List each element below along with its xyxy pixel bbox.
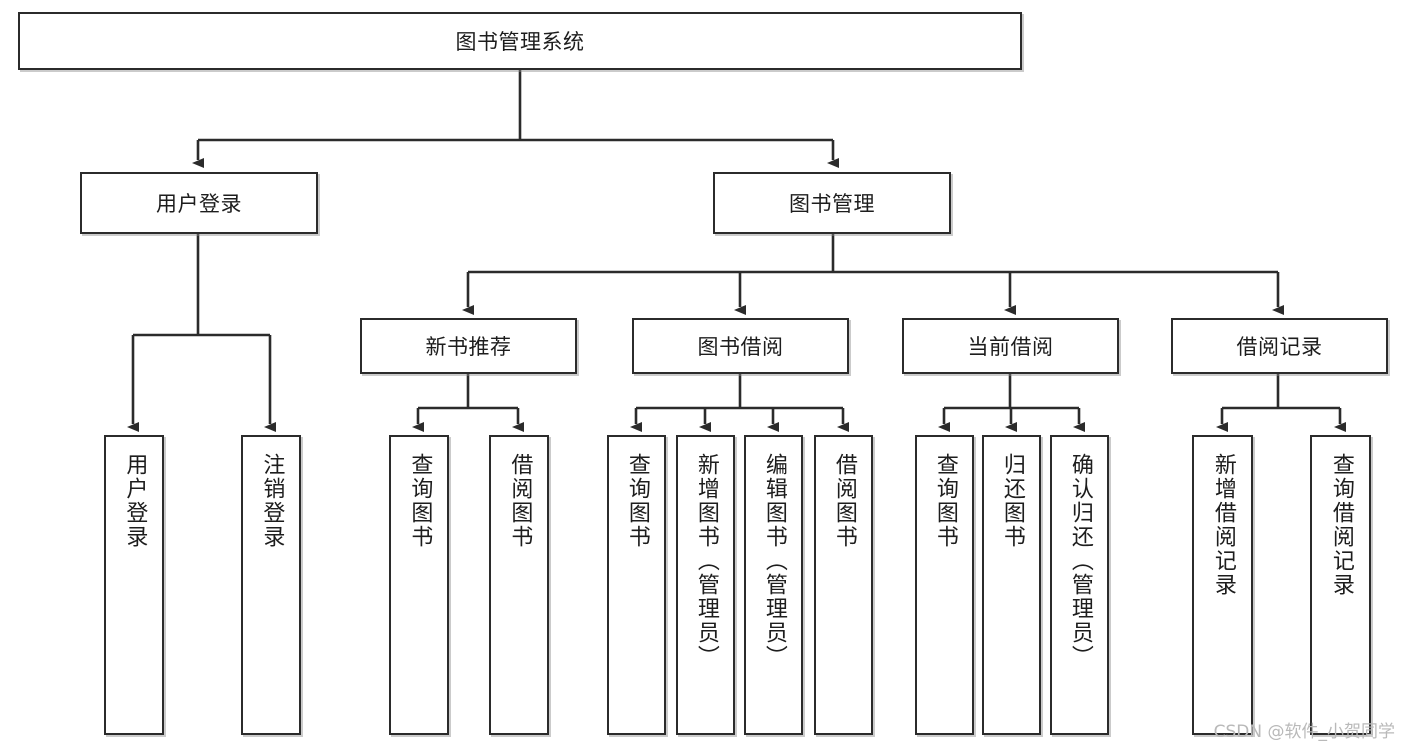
node-user-login[interactable]: 用户登录 — [80, 172, 318, 234]
leaf-add-book[interactable]: 新增图书（管理员） — [676, 435, 735, 735]
leaf-confirm-return[interactable]: 确认归还（管理员） — [1050, 435, 1109, 735]
leaf-query-book-1[interactable]: 查询图书 — [389, 435, 449, 735]
node-new-book-recommend[interactable]: 新书推荐 — [360, 318, 577, 374]
node-current-borrow[interactable]: 当前借阅 — [902, 318, 1119, 374]
node-root[interactable]: 图书管理系统 — [18, 12, 1022, 70]
leaf-borrow-book-2-label: 借阅图书 — [831, 453, 857, 549]
leaf-user-logout[interactable]: 注销登录 — [241, 435, 301, 735]
node-root-label: 图书管理系统 — [455, 30, 585, 54]
leaf-borrow-book-2[interactable]: 借阅图书 — [814, 435, 873, 735]
leaf-confirm-return-label: 确认归还（管理员） — [1067, 453, 1093, 669]
leaf-add-record[interactable]: 新增借阅记录 — [1192, 435, 1253, 735]
node-book-manage-label: 图书管理 — [789, 192, 875, 216]
node-new-book-recommend-label: 新书推荐 — [425, 335, 512, 359]
node-borrow-record-label: 借阅记录 — [1236, 335, 1323, 359]
node-book-borrow[interactable]: 图书借阅 — [632, 318, 849, 374]
leaf-query-book-1-label: 查询图书 — [407, 453, 433, 549]
node-book-borrow-label: 图书借阅 — [697, 335, 784, 359]
leaf-borrow-book-1-label: 借阅图书 — [507, 453, 533, 549]
node-current-borrow-label: 当前借阅 — [967, 335, 1054, 359]
leaf-return-book-label: 归还图书 — [999, 453, 1025, 549]
leaf-user-logout-label: 注销登录 — [259, 453, 285, 549]
leaf-query-book-3-label: 查询图书 — [932, 453, 958, 549]
leaf-query-book-2-label: 查询图书 — [624, 453, 650, 549]
node-book-manage[interactable]: 图书管理 — [713, 172, 951, 234]
leaf-query-book-3[interactable]: 查询图书 — [915, 435, 974, 735]
leaf-query-book-2[interactable]: 查询图书 — [607, 435, 666, 735]
leaf-add-book-label: 新增图书（管理员） — [693, 453, 719, 669]
leaf-return-book[interactable]: 归还图书 — [982, 435, 1041, 735]
leaf-user-login[interactable]: 用户登录 — [104, 435, 164, 735]
leaf-user-login-label: 用户登录 — [122, 453, 148, 549]
leaf-edit-book-label: 编辑图书（管理员） — [761, 453, 787, 669]
leaf-edit-book[interactable]: 编辑图书（管理员） — [744, 435, 803, 735]
node-user-login-label: 用户登录 — [156, 192, 242, 216]
node-borrow-record[interactable]: 借阅记录 — [1171, 318, 1388, 374]
leaf-add-record-label: 新增借阅记录 — [1210, 453, 1236, 597]
leaf-borrow-book-1[interactable]: 借阅图书 — [489, 435, 549, 735]
leaf-query-record[interactable]: 查询借阅记录 — [1310, 435, 1371, 735]
leaf-query-record-label: 查询借阅记录 — [1328, 453, 1354, 597]
